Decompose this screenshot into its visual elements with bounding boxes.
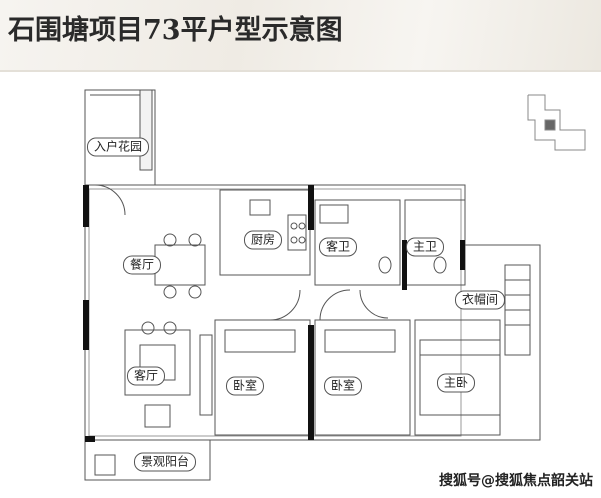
room-label-bedroom-1: 卧室 bbox=[225, 376, 265, 396]
room-label-entrance-garden: 入户花园 bbox=[86, 137, 150, 157]
room-label-balcony: 景观阳台 bbox=[133, 452, 197, 472]
room-label-master-bath: 主卫 bbox=[405, 237, 445, 257]
header-banner: 石围塘项目73平户型示意图 bbox=[0, 0, 601, 72]
room-label-walk-in-closet: 衣帽间 bbox=[454, 290, 506, 310]
bedroom-2-area bbox=[314, 319, 411, 436]
kitchen-area bbox=[219, 189, 311, 276]
room-label-bedroom-2: 卧室 bbox=[323, 376, 363, 396]
watermark: 搜狐号@搜狐焦点韶关站 bbox=[439, 473, 593, 489]
room-label-living: 客厅 bbox=[126, 366, 166, 386]
guest-bath-area bbox=[314, 199, 401, 286]
room-label-guest-bath: 客卫 bbox=[318, 237, 358, 257]
key-plan-icon bbox=[527, 94, 586, 151]
balcony-area bbox=[84, 439, 211, 481]
room-label-kitchen: 厨房 bbox=[243, 230, 283, 250]
structural-walls bbox=[83, 185, 465, 442]
room-label-master-bedroom: 主卧 bbox=[436, 373, 476, 393]
page-title: 石围塘项目73平户型示意图 bbox=[8, 15, 343, 46]
room-label-dining: 餐厅 bbox=[122, 255, 162, 275]
